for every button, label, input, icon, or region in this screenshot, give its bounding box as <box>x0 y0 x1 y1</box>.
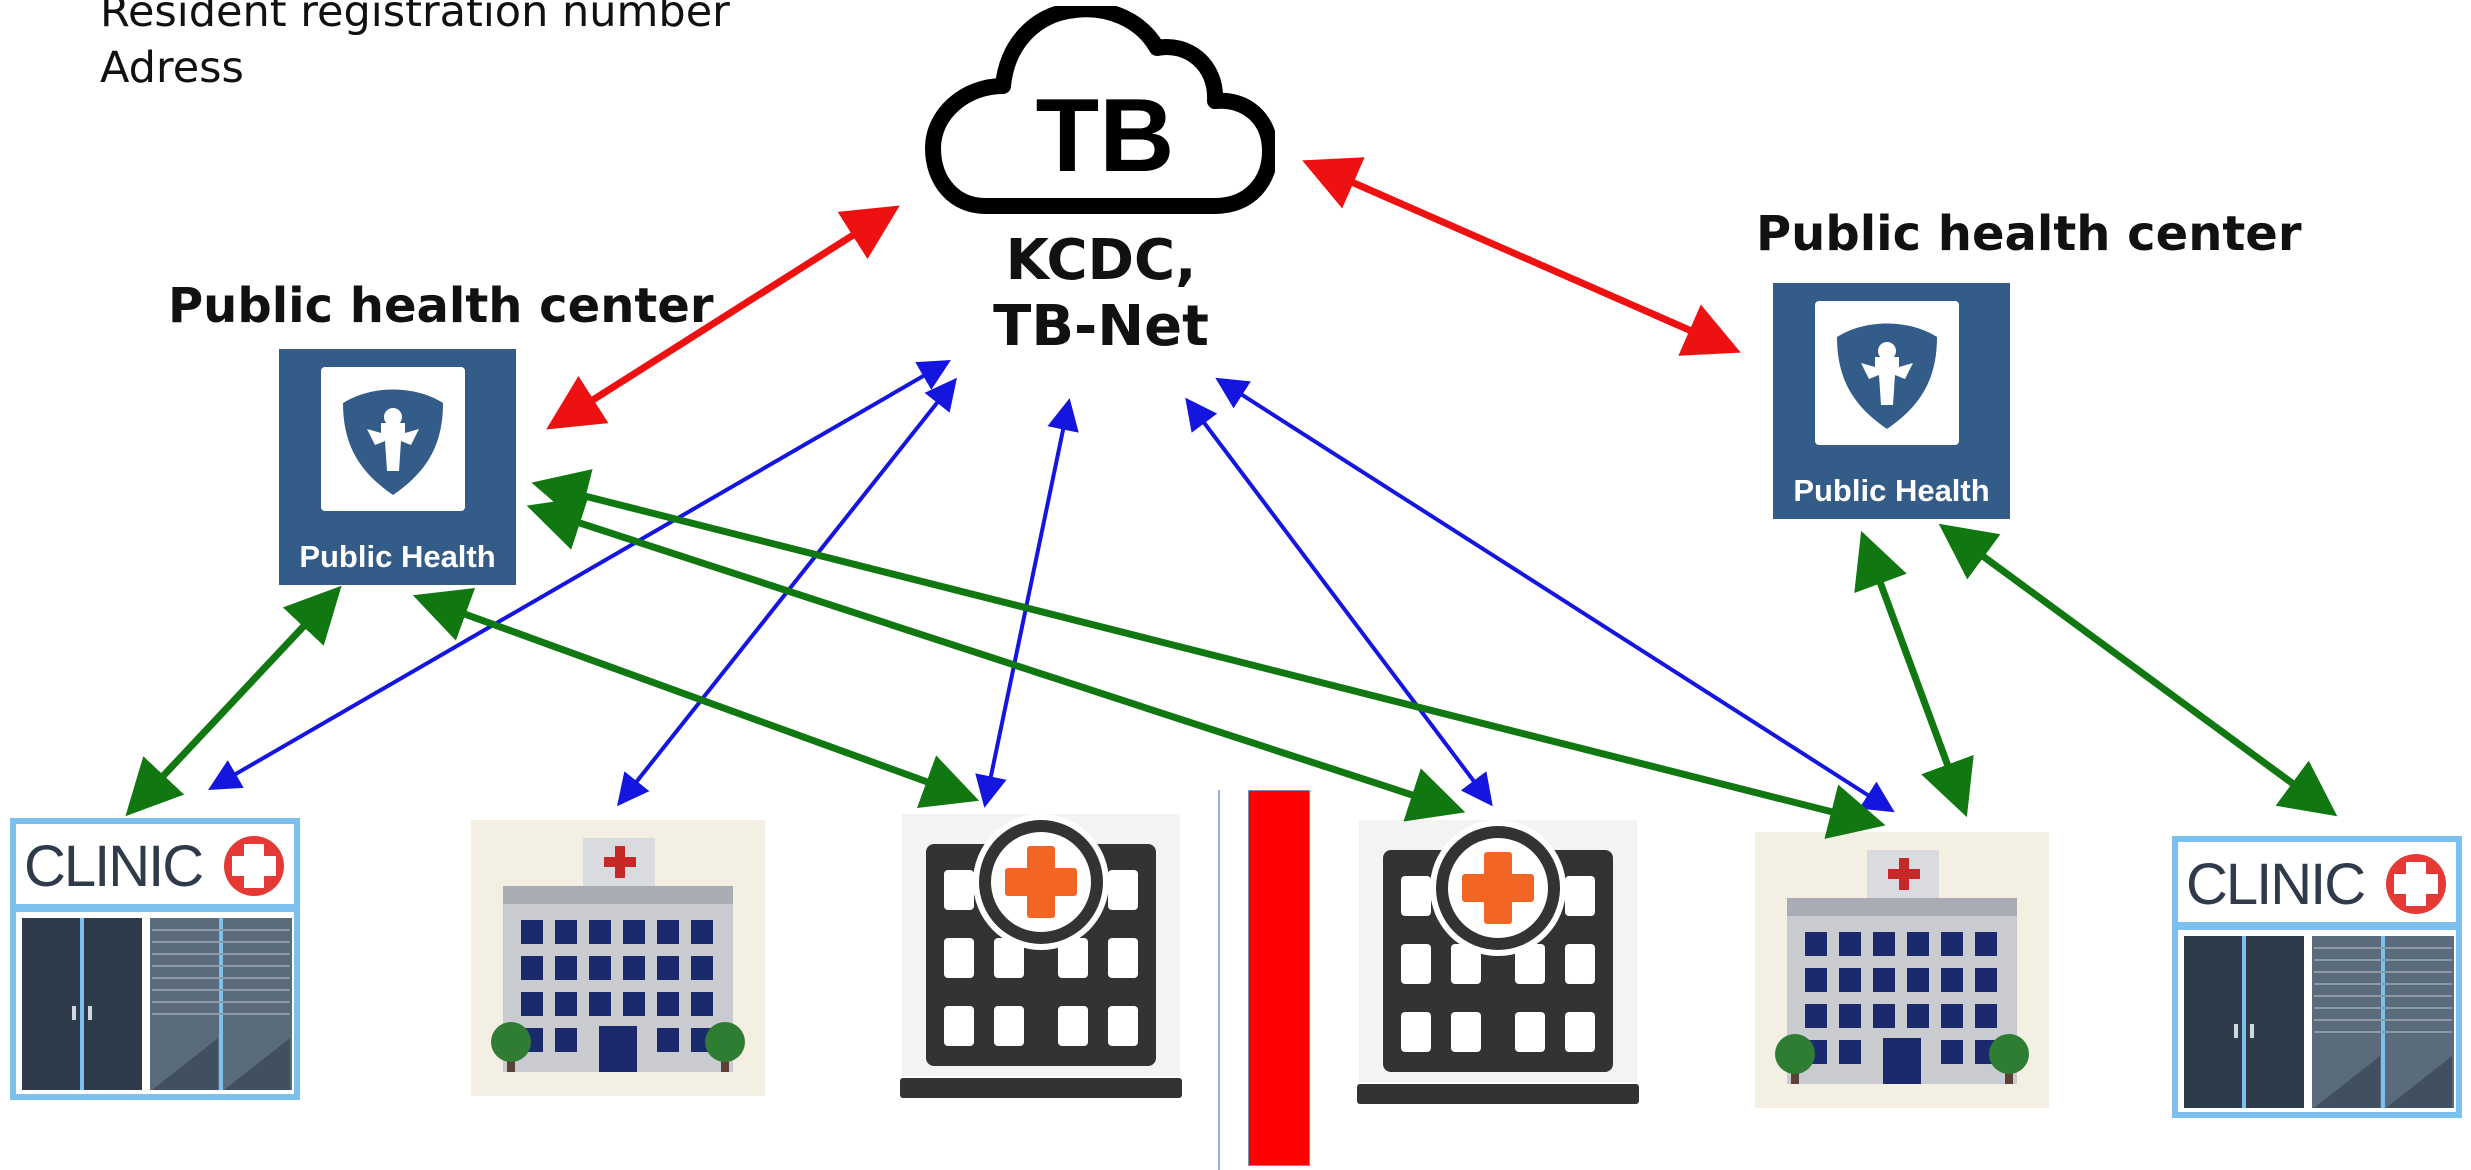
hospital-building-left-icon <box>471 820 765 1096</box>
hospital-building-right-icon <box>1755 832 2049 1108</box>
kcdc-line2: TB-Net <box>993 294 1209 359</box>
green-arrow-phc-left-crosshospital-right <box>526 496 1466 822</box>
tb-text: TB <box>1036 78 1175 194</box>
clinic-right-icon: CLINIC <box>2172 836 2462 1118</box>
resident-number-label: Resident registration number <box>100 0 730 37</box>
green-arrow-phc-right-hospital-right <box>1854 530 1974 818</box>
blue-arrow-kcdc-clinic-left <box>208 359 951 791</box>
public-health-center-right-title: Public health center <box>1756 206 2302 262</box>
hospital-cross-right-icon <box>1357 820 1639 1104</box>
clinic-left-icon: CLINIC <box>10 818 300 1100</box>
clinic-left-label: CLINIC <box>24 834 202 899</box>
clinic-right-label: CLINIC <box>2186 852 2364 917</box>
red-arrow-kcdc-phc-right <box>1302 157 1741 356</box>
kcdc-line1: KCDC, <box>1005 228 1197 293</box>
red-divider-bar <box>1248 790 1310 1166</box>
green-arrow-phc-left-clinic-left <box>125 585 342 817</box>
kcdc-label: KCDC, TB-Net <box>951 228 1251 360</box>
green-arrow-phc-right-clinic-right <box>1938 523 2338 817</box>
red-arrow-kcdc-phc-left <box>546 205 900 430</box>
tb-cloud-icon: TB <box>925 6 1275 214</box>
address-label: Adress <box>100 43 244 93</box>
hospital-cross-left-icon <box>900 814 1182 1098</box>
green-arrow-phc-left-crosshospital-left <box>412 588 980 808</box>
green-arrow-phc-left-hospital-right <box>531 469 1886 839</box>
divider-line <box>1218 790 1220 1170</box>
